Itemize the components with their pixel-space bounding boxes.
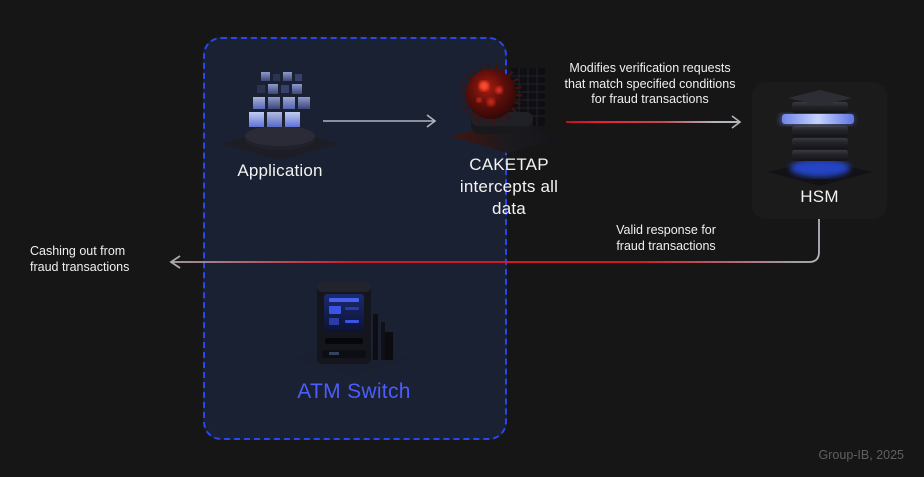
valid-response-annotation: Valid response for fraud transactions bbox=[616, 223, 716, 253]
hsm-stack-icon bbox=[767, 90, 872, 186]
node-hsm: HSM bbox=[752, 82, 887, 219]
malware-virus-icon bbox=[451, 63, 565, 153]
node-caketap: CAKETAP intercepts all data bbox=[444, 60, 574, 220]
application-label: Application bbox=[237, 161, 323, 180]
arrow-caketap-to-hsm bbox=[566, 115, 742, 129]
cashing-out-annotation: Cashing out from fraud transactions bbox=[30, 244, 130, 274]
atm-machine-icon bbox=[293, 282, 411, 376]
footer-credit: Group-IB, 2025 bbox=[818, 448, 904, 462]
atm-switch-label: ATM Switch bbox=[297, 380, 411, 403]
node-atm-switch: ATM Switch bbox=[280, 276, 428, 404]
node-application: Application bbox=[210, 68, 350, 182]
hsm-label: HSM bbox=[800, 187, 839, 206]
modify-request-annotation: Modifies verification requests that matc… bbox=[564, 61, 736, 106]
caketap-label: CAKETAP intercepts all data bbox=[459, 155, 559, 218]
app-blocks-icon bbox=[221, 72, 339, 160]
